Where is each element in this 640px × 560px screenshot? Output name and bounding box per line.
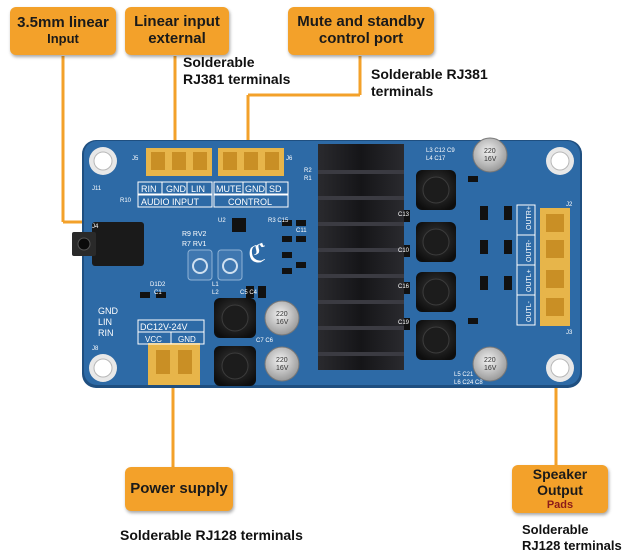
audio-pin-gnd: GND bbox=[166, 184, 187, 194]
ref-c11: C11 bbox=[296, 228, 307, 234]
legend-rin: RIN bbox=[98, 328, 114, 338]
ref-r9-rv2: R9 RV2 bbox=[182, 231, 206, 238]
note-rj128-right-line1: Solderable bbox=[522, 522, 589, 537]
ref-j6: J6 bbox=[286, 156, 293, 162]
electrolytic-capacitors bbox=[264, 137, 508, 382]
input-inductors bbox=[214, 298, 256, 386]
cap-value-3: 220 bbox=[276, 357, 288, 364]
ref-l2: L2 bbox=[212, 290, 219, 296]
ref-d1d2: D1D2 bbox=[150, 282, 166, 288]
linear-callout-line2: external bbox=[148, 30, 206, 47]
audio-jack bbox=[72, 222, 144, 266]
control-label: CONTROL bbox=[228, 197, 272, 207]
linear-external-callout: Linear input external bbox=[125, 7, 229, 55]
note-rj128-right-line2: RJ128 terminals bbox=[522, 537, 622, 553]
mute-callout-line1: Mute and standby bbox=[297, 13, 425, 31]
mute-callout-line2: control port bbox=[318, 30, 404, 47]
note-rj381-right: Solderable RJ381 terminals bbox=[371, 66, 488, 100]
output-outr-minus: OUTR- bbox=[526, 239, 533, 262]
cap-value-2: 220 bbox=[276, 311, 288, 318]
speaker-output-callout: Speaker Output Pads bbox=[512, 465, 608, 513]
note-rj128-bottom: Solderable RJ128 terminals bbox=[120, 527, 303, 543]
output-outl-minus: OUTL- bbox=[526, 300, 533, 322]
mounting-holes bbox=[89, 147, 574, 382]
audio-pin-rin: RIN bbox=[141, 184, 157, 194]
ref-u2: U2 bbox=[218, 218, 226, 224]
ref-j3: J3 bbox=[566, 330, 573, 336]
ref-l6: L6 C24 C8 bbox=[454, 380, 483, 386]
jack-callout-line1: 3.5mm linear bbox=[17, 14, 109, 32]
note-rj128-right: Solderable RJ128 terminals bbox=[522, 522, 622, 553]
speaker-callout-line2: Output bbox=[537, 481, 583, 498]
ref-l4: L4 C17 bbox=[426, 156, 446, 162]
ref-j11: J11 bbox=[92, 186, 102, 192]
control-pin-sd: SD bbox=[269, 184, 282, 194]
speaker-output-pads bbox=[540, 208, 570, 326]
control-pin-gnd: GND bbox=[245, 184, 266, 194]
cap-voltage-2: 16V bbox=[276, 319, 289, 326]
ref-j8: J8 bbox=[92, 346, 99, 352]
heatsink bbox=[318, 144, 404, 370]
audio-input-label: AUDIO INPUT bbox=[141, 197, 200, 207]
output-outr-plus: OUTR+ bbox=[526, 206, 533, 230]
cap-value-4: 220 bbox=[484, 357, 496, 364]
silkscreen: RIN GND LIN AUDIO INPUT MUTE GND SD CONT… bbox=[92, 148, 573, 386]
note-rj381-right-line1: Solderable RJ381 bbox=[371, 66, 488, 82]
power-pin-gnd: GND bbox=[178, 335, 196, 344]
output-outl-plus: OUTL+ bbox=[526, 269, 533, 292]
power-pads bbox=[148, 343, 200, 385]
jack-callout-line2: Input bbox=[47, 31, 79, 47]
ref-l3: L3 C12 C9 bbox=[426, 148, 455, 154]
note-rj381-left-line2: RJ381 terminals bbox=[183, 70, 291, 87]
control-pin-box bbox=[213, 181, 289, 195]
ref-r2: R2 bbox=[304, 168, 312, 174]
ref-r10: R10 bbox=[120, 198, 132, 204]
ref-c10: C10 bbox=[398, 248, 410, 254]
note-rj381-right-line2: terminals bbox=[371, 82, 434, 99]
potentiometers bbox=[187, 249, 243, 281]
jack-input-callout: 3.5mm linear Input bbox=[10, 7, 116, 55]
cap-voltage-1: 16V bbox=[484, 156, 497, 163]
power-rating: DC12V-24V bbox=[140, 322, 188, 332]
ref-c19: C19 bbox=[398, 320, 410, 326]
control-pads bbox=[218, 148, 284, 176]
ref-c13: C13 bbox=[398, 212, 410, 218]
ref-l1: L1 bbox=[212, 282, 219, 288]
ref-c5-c4: C5 C4 bbox=[240, 290, 258, 296]
legend-gnd: GND bbox=[98, 306, 119, 316]
power-callout-label: Power supply bbox=[130, 479, 228, 497]
note-rj381-left-line1: Solderable bbox=[183, 54, 255, 70]
cap-value-1: 220 bbox=[484, 148, 496, 155]
control-pin-mute: MUTE bbox=[216, 184, 242, 194]
power-supply-callout: Power supply bbox=[125, 467, 233, 511]
ref-j5: J5 bbox=[132, 156, 139, 162]
ref-j4: J4 bbox=[92, 224, 99, 230]
cjl-logo: ℭ bbox=[248, 239, 266, 268]
cap-voltage-3: 16V bbox=[276, 365, 289, 372]
output-inductors bbox=[416, 170, 456, 360]
smd-components bbox=[140, 176, 512, 330]
ref-c16: C16 bbox=[398, 284, 410, 290]
capacitor-labels: 220 16V 220 16V 220 16V 220 16V bbox=[276, 148, 497, 372]
linear-callout-line1: Linear input bbox=[134, 13, 220, 31]
ref-r3-c15: R3 C15 bbox=[268, 218, 289, 224]
legend-lin: LIN bbox=[98, 317, 112, 327]
ref-j2: J2 bbox=[566, 202, 573, 208]
audio-pin-box bbox=[137, 181, 213, 195]
speaker-callout-sub: Pads bbox=[546, 498, 574, 511]
power-pin-vcc: VCC bbox=[145, 335, 162, 344]
mute-standby-callout: Mute and standby control port bbox=[288, 7, 434, 55]
ref-c7-c6: C7 C6 bbox=[256, 338, 274, 344]
ref-r1: R1 bbox=[304, 176, 312, 182]
ref-c1: C1 bbox=[154, 290, 162, 296]
speaker-callout-line1: Speaker bbox=[532, 466, 588, 483]
ref-l5: L5 C21 bbox=[454, 372, 474, 378]
audio-input-pads bbox=[146, 148, 212, 176]
ref-r7-rv1: R7 RV1 bbox=[182, 241, 206, 248]
note-rj381-left: Solderable RJ381 terminals bbox=[183, 54, 290, 88]
audio-pin-lin: LIN bbox=[191, 184, 205, 194]
cap-voltage-4: 16V bbox=[484, 365, 497, 372]
